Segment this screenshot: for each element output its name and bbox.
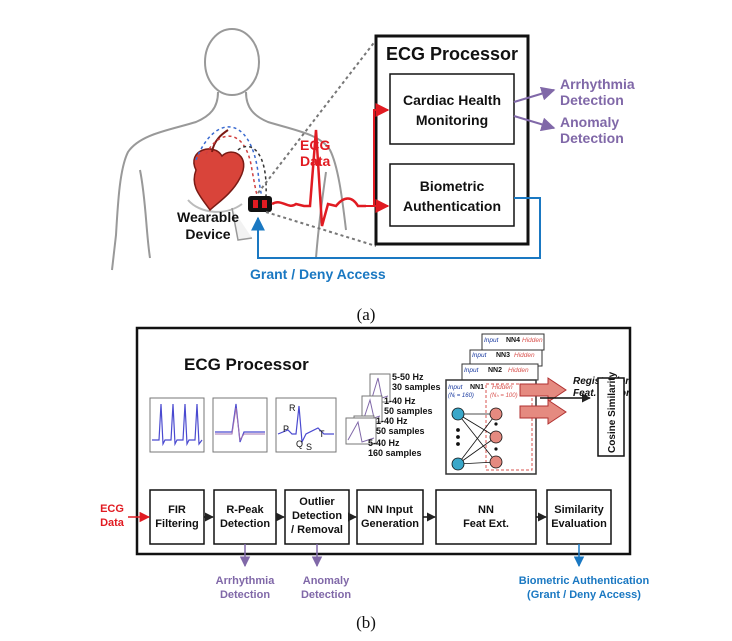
stage-similarity-2: Evaluation: [551, 518, 607, 530]
stage-fir-2: Filtering: [155, 518, 198, 530]
nn1-name: NN1: [470, 384, 484, 391]
wearable-label-2: Device: [185, 226, 230, 242]
band-3-freq: 1-40 Hz: [376, 416, 408, 426]
nn4-input: Input: [484, 337, 500, 344]
band-2-freq: 1-40 Hz: [384, 396, 416, 406]
pqrst-plot: [275, 397, 337, 453]
ecg-data-label-b-1: ECG: [100, 503, 124, 515]
anomaly-arrow-a: [513, 115, 556, 132]
stage-fir-1: FIR: [168, 504, 186, 516]
biometric-label-2: Authentication: [403, 198, 501, 214]
zoom-line-bottom: [265, 211, 377, 247]
stage-nninput-2: Generation: [361, 518, 419, 530]
stage-rpeak-1: R-Peak: [226, 504, 264, 516]
nn4-hidden: Hidden: [522, 337, 543, 344]
nn4-name: NN4: [506, 337, 520, 344]
pqrst-q: Q: [296, 439, 303, 449]
pqrst-p: P: [283, 424, 289, 434]
ecg-waveform: [271, 129, 366, 227]
caption-a: (a): [357, 305, 376, 324]
nn3-name: NN3: [496, 352, 510, 359]
biometric-label-1: Biometric: [420, 178, 485, 194]
cardiac-label-2: Monitoring: [416, 112, 488, 128]
band-4-freq: 5-40 Hz: [368, 438, 400, 448]
nn2-hidden: Hidden: [508, 367, 529, 374]
band-1-samples: 30 samples: [392, 382, 441, 392]
stage-outlier-3: / Removal: [291, 524, 343, 536]
stage-nnfeat-1: NN: [478, 504, 494, 516]
anomaly-label-a-1: Anomaly: [560, 114, 619, 130]
panel-a: [111, 28, 556, 271]
arrhythmia-arrow-a: [513, 86, 556, 103]
ecg-data-label-a-1: ECG: [300, 137, 330, 153]
cosine-similarity-label: Cosine Similarity: [607, 371, 618, 453]
stage-outlier-2: Detection: [292, 510, 342, 522]
nn1-ni: (Nᵢ = 160): [448, 393, 474, 399]
nn1-nh: (Nₕ = 100): [490, 393, 518, 399]
feature-vector-arrows: [519, 377, 567, 425]
grant-deny-label: Grant / Deny Access: [250, 266, 386, 282]
nn1-input: Input: [448, 384, 464, 391]
single-beat-plot: [212, 397, 268, 453]
human-body-outline: [111, 28, 347, 271]
nn2-input: Input: [464, 367, 480, 374]
anomaly-label-b-2: Detection: [301, 589, 351, 601]
anomaly-label-b-1: Anomaly: [303, 575, 350, 587]
stage-rpeak-2: Detection: [220, 518, 270, 530]
wearable-device-icon: [231, 196, 272, 241]
cosine-similarity-box: [597, 377, 625, 457]
raw-ecg-plot: [149, 397, 205, 453]
wearable-label-1: Wearable: [177, 209, 239, 225]
heart-icon: [193, 129, 245, 212]
pqrst-r: R: [289, 403, 296, 413]
nn3-hidden: Hidden: [514, 352, 535, 359]
caption-b: (b): [356, 613, 376, 632]
stage-similarity-1: Similarity: [554, 504, 604, 516]
cardiac-label-1: Cardiac Health: [403, 92, 501, 108]
arrhythmia-label-a-2: Detection: [560, 92, 624, 108]
nn1-network-graph: [451, 407, 503, 471]
processor-title-a: ECG Processor: [386, 44, 518, 64]
nn3-input: Input: [472, 352, 488, 359]
biometric-auth-box: [389, 163, 515, 227]
band-1-freq: 5-50 Hz: [392, 372, 424, 382]
processor-title-b: ECG Processor: [184, 355, 309, 374]
nn2-name: NN2: [488, 367, 502, 374]
ecg-data-label-a-2: Data: [300, 153, 331, 169]
zoom-line-top: [257, 39, 377, 194]
band-3-samples: 50 samples: [376, 426, 425, 436]
cardiac-monitoring-box: [389, 73, 515, 145]
ecg-data-label-b-2: Data: [100, 517, 125, 529]
stage-nninput-1: NN Input: [367, 504, 413, 516]
nn1-hidden: Hidden: [492, 384, 513, 391]
pqrst-t: T: [319, 429, 325, 439]
biometric-out-label-2: (Grant / Deny Access): [527, 589, 641, 601]
band-plots: [345, 373, 391, 445]
band-4-samples: 160 samples: [368, 448, 422, 458]
arrhythmia-label-b-2: Detection: [220, 589, 270, 601]
stage-nnfeat-2: Feat Ext.: [463, 518, 509, 530]
grant-deny-arrow: [251, 197, 541, 259]
pqrst-s: S: [306, 442, 312, 452]
arrhythmia-label-a-1: Arrhythmia: [560, 76, 635, 92]
arrhythmia-label-b-1: Arrhythmia: [216, 575, 276, 587]
anomaly-label-a-2: Detection: [560, 130, 624, 146]
biometric-out-label-1: Biometric Authentication: [519, 575, 650, 587]
stage-outlier-1: Outlier: [299, 496, 335, 508]
band-2-samples: 50 samples: [384, 406, 433, 416]
